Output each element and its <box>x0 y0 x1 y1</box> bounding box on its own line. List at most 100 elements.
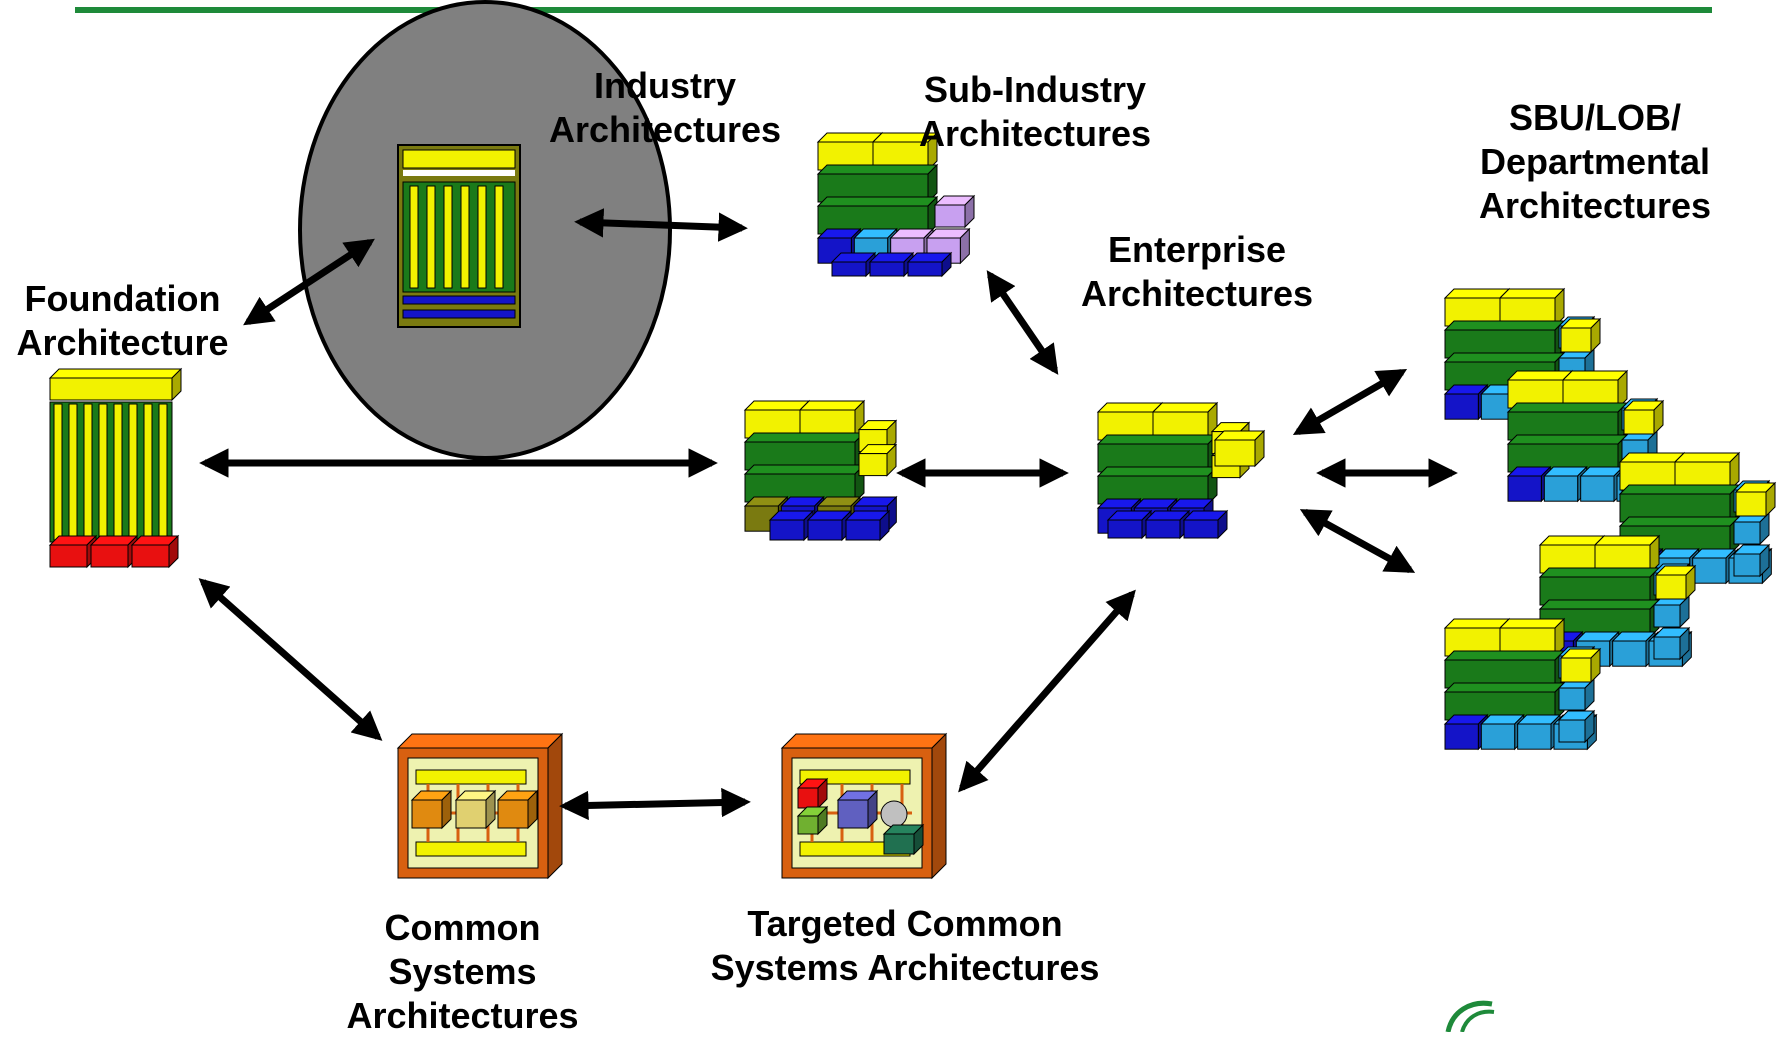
block-front-face <box>1517 723 1552 750</box>
base-block <box>806 509 853 542</box>
server-rail <box>443 185 453 289</box>
foundation-rail <box>68 403 78 541</box>
foundation-architecture-block <box>48 367 183 569</box>
enterprise-architecture-block <box>1096 401 1266 540</box>
foundation-rail <box>53 403 63 541</box>
block-top-face <box>1561 370 1629 381</box>
block-front-face <box>869 261 905 277</box>
block-top-face <box>1443 650 1566 661</box>
block-top-face <box>816 164 939 175</box>
module-block <box>410 789 453 830</box>
green-block <box>816 195 939 236</box>
base-block <box>1575 630 1620 668</box>
green-block <box>1538 566 1661 607</box>
middle-architecture-block <box>743 399 898 542</box>
block-top-face <box>1538 535 1606 546</box>
block-top-face <box>1443 320 1566 331</box>
yellow-side-block <box>1559 317 1602 354</box>
block-front-face <box>1560 657 1592 683</box>
double-arrow <box>559 787 751 821</box>
block-front-face <box>1444 723 1479 750</box>
foundation-rail <box>158 403 168 541</box>
frame-top-bar <box>415 769 527 785</box>
yellow-block <box>1096 401 1164 442</box>
block-front-face <box>1558 719 1586 743</box>
yellow-block <box>1443 617 1511 658</box>
green-block <box>1506 433 1629 474</box>
green-block <box>1096 465 1219 506</box>
block-top-face <box>1618 484 1741 495</box>
server-rail <box>494 185 504 289</box>
yellow-block <box>1506 369 1574 410</box>
yellow-block <box>1443 287 1511 328</box>
block-top-face <box>1498 618 1566 629</box>
foundation-body <box>49 401 173 543</box>
block-front-face <box>1183 519 1219 539</box>
logo-swoosh <box>1445 1000 1493 1032</box>
block-top-face <box>1443 618 1511 629</box>
block-front-face <box>1653 636 1681 660</box>
block-front-face <box>1655 574 1687 600</box>
server-rail <box>409 185 419 289</box>
block-front-face <box>883 833 915 855</box>
block-top-face <box>816 132 884 143</box>
foundation-rail <box>143 403 153 541</box>
block-top-face <box>48 368 183 379</box>
yellow-side-block <box>1213 429 1266 468</box>
green-block <box>1506 401 1629 442</box>
logo-mark <box>1445 1000 1495 1032</box>
green-block <box>1443 649 1566 690</box>
block-top-face <box>1096 402 1164 413</box>
yellow-side-block <box>1559 647 1602 684</box>
lilac-block <box>933 194 976 229</box>
base-block <box>844 509 891 542</box>
base-block <box>868 251 915 278</box>
block-top-face <box>1593 535 1661 546</box>
block-front-face <box>797 787 819 809</box>
side-block <box>1732 543 1771 578</box>
foundation-rail <box>83 403 93 541</box>
side-block <box>1652 626 1691 661</box>
double-arrow <box>574 208 748 242</box>
double-arrow <box>958 589 1136 793</box>
yellow-block <box>816 131 884 172</box>
yellow-block <box>1538 534 1606 575</box>
yellow-block <box>743 399 811 440</box>
base-block <box>768 509 815 542</box>
yellow-side-block <box>857 443 898 477</box>
server-rail <box>477 185 487 289</box>
block-front-face <box>1558 687 1586 711</box>
sub-industry-architecture-block <box>816 131 976 278</box>
block-top-face <box>1151 402 1219 413</box>
block-top-face <box>743 464 866 475</box>
frame-top-face <box>780 733 948 749</box>
block-top-face <box>1506 402 1629 413</box>
base-block <box>906 251 953 278</box>
yellow-side-block <box>1622 399 1665 436</box>
block-top-face <box>743 400 811 411</box>
block-top-face <box>1538 599 1661 610</box>
block-front-face <box>769 519 805 541</box>
foundation-rail <box>128 403 138 541</box>
block-front-face <box>455 799 487 829</box>
block-top-face <box>1443 682 1566 693</box>
module-block <box>796 777 829 810</box>
block-top-face <box>798 400 866 411</box>
block-top-face <box>1443 288 1511 299</box>
block-top-face <box>1096 466 1219 477</box>
foundation-rail <box>98 403 108 541</box>
block-front-face <box>1560 327 1592 353</box>
green-block <box>816 163 939 204</box>
logo-swoosh <box>1460 1009 1495 1032</box>
block-front-face <box>1733 553 1761 577</box>
green-block <box>1096 433 1219 474</box>
block-front-face <box>411 799 443 829</box>
double-arrow <box>243 238 375 326</box>
block-front-face <box>1543 475 1579 502</box>
base-block <box>1144 509 1191 540</box>
foundation-rail <box>113 403 123 541</box>
